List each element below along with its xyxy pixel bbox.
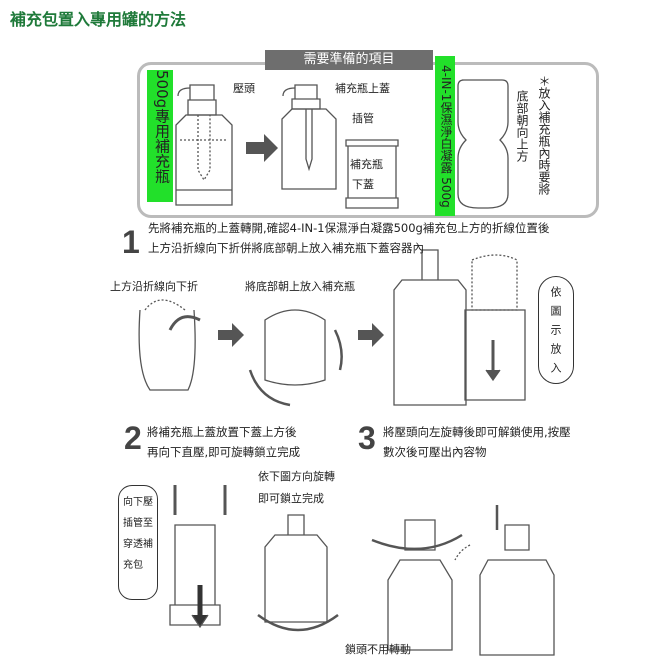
- arrow-right-icon: [246, 134, 278, 162]
- pump-head-label: 壓頭: [233, 82, 255, 95]
- insert-caption: 將底部朝上放入補充瓶: [245, 280, 355, 293]
- refill-label: 4-IN-1保濕淨白凝露 500g: [435, 56, 455, 216]
- note-label: ＊放入補充瓶內時要將: [537, 75, 551, 195]
- step2-press-icon: [169, 485, 227, 629]
- step3-line2: 數次後可壓出內容物: [383, 445, 487, 459]
- rotate-caption-2: 即可鎖立完成: [258, 492, 324, 505]
- bottle-bottom-cap-icon: [345, 139, 399, 209]
- page-title: 補充包置入專用罐的方法: [10, 10, 187, 29]
- step2-rotate-bottle-icon: [257, 514, 339, 632]
- step1-line2: 上方沿折線向下折併將底部朝上放入補充瓶下蓋容器內: [148, 241, 424, 255]
- refill-pouch-icon: [457, 79, 509, 209]
- step1-number: 1: [122, 224, 140, 260]
- fold-pouch-icon: [138, 299, 201, 391]
- bottom-cap-label-1: 補充瓶: [350, 158, 383, 171]
- bottom-up-label: 底部朝向上方: [515, 90, 529, 162]
- step3-line1: 將壓頭向左旋轉後即可解鎖使用,按壓: [383, 425, 571, 439]
- insert-callout: 依圖示放入: [538, 276, 574, 384]
- bottle-top-cap-icon: [281, 84, 337, 190]
- bottle-top-cap-label: 補充瓶上蓋: [335, 82, 390, 95]
- flipped-pouch-icon: [248, 309, 343, 407]
- step2-line1: 將補充瓶上蓋放置下蓋上方後: [147, 425, 297, 439]
- fold-caption: 上方沿折線向下折: [110, 280, 198, 293]
- bottle-with-pouch-icon: [393, 249, 526, 406]
- step2-line2: 再向下直壓,即可旋轉鎖立完成: [147, 445, 301, 459]
- tube-label: 插管: [352, 112, 374, 125]
- pump-bottle-dotted-icon: [175, 84, 233, 206]
- lock-note: 鎖頭不用轉動: [345, 643, 411, 656]
- bottle-label: 500g專用補充瓶: [147, 70, 173, 202]
- bottom-cap-label-2: 下蓋: [352, 178, 374, 191]
- rotate-caption-1: 依下圖方向旋轉: [258, 470, 335, 483]
- step2-number: 2: [124, 420, 142, 456]
- step1-line1: 先將補充瓶的上蓋轉開,確認4-IN-1保濕淨白凝露500g補充包上方的折線位置後: [148, 221, 550, 235]
- press-callout: 向下壓插管至穿透補充包: [118, 485, 158, 600]
- step3-number: 3: [358, 420, 376, 456]
- preparation-header: 需要準備的項目: [265, 50, 433, 70]
- arrow-right-icon: [218, 323, 244, 347]
- step3-unlock-icon: [371, 519, 463, 651]
- arrow-right-icon: [358, 323, 384, 347]
- step3-press-icon: [454, 505, 555, 656]
